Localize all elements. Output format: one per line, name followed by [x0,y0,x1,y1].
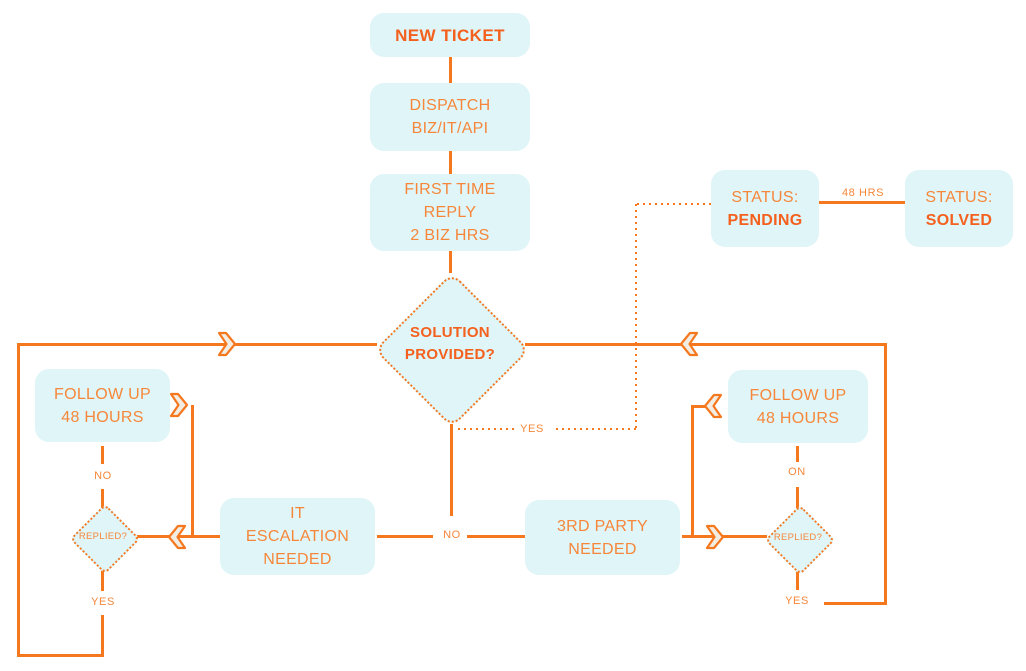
edge-followupright-below [796,446,799,462]
node-label-line: 48 HOURS [756,409,840,427]
edge-followupright-loop-conn [691,405,707,408]
node-label-line: STATUS: [731,188,799,206]
edge-thirdparty-replied-right [682,535,767,538]
edge-yes-dotted-top [637,203,711,205]
node-new-ticket: NEW TICKET [370,13,530,57]
edge-pending-solved [819,201,905,204]
edge-label-on-right: ON [788,466,806,478]
edge-repliedleft-below [101,570,104,591]
node-third-party: 3RD PARTY NEEDED [525,500,680,575]
edge-yesleft-down [101,615,104,657]
node-replied-left: REPLIED? [78,531,128,542]
edge-yes-dotted-vertical [635,204,637,430]
edge-rightloop-top [525,343,887,346]
node-label-line: 48 HOURS [61,408,144,426]
node-label-line: FOLLOW UP [749,386,847,404]
chevron-left-icon [703,393,723,419]
node-status-pending: STATUS: PENDING [711,170,819,247]
edge-label-no-center: NO [443,529,461,541]
edge-label-yes-right: YES [785,595,809,607]
node-label-line: REPLY [423,204,477,221]
edge-label-no-left: NO [94,470,112,482]
edge-noleft-to-replied [101,489,104,508]
edge-bottomleft-horizontal [17,654,104,657]
node-label-line: BIZ/IT/API [411,120,489,137]
node-label-line: PROVIDED? [404,346,496,363]
node-label-line: SOLUTION [410,324,490,341]
edge-yes-dotted-2 [556,428,637,430]
edge-rightloop-vertical [884,343,887,605]
edge-no-to-itescalation [377,535,433,538]
node-label-line: IT [290,505,305,522]
node-label-line: NEEDED [263,551,332,568]
node-label-line: 2 BIZ HRS [410,227,490,244]
edge-label-yes-left: YES [91,596,115,608]
chevron-left-icon [167,524,187,550]
edge-followupleft-below [101,446,104,464]
node-solution-provided: SOLUTION PROVIDED? [375,322,525,366]
edge-label-48hrs: 48 HRS [841,187,885,199]
edge-dispatch-firstreply [449,151,452,174]
node-label-line: 3RD PARTY [556,517,649,535]
node-label-line: DISPATCH [409,97,491,114]
node-it-escalation: IT ESCALATION NEEDED [220,498,375,575]
edge-leftloop-top [17,343,377,346]
edge-newticket-dispatch [449,57,452,83]
edge-firstreply-solution [449,251,452,273]
node-follow-up-right: FOLLOW UP 48 HOURS [728,370,868,443]
chevron-left-icon [679,331,699,357]
node-label-line: NEEDED [568,540,637,558]
edge-label-yes-center: YES [520,423,544,435]
node-label-line: FIRST TIME [404,181,496,198]
edge-followupright-loop-down [691,405,694,538]
node-label-line: FOLLOW UP [54,385,151,403]
chevron-right-icon [705,524,725,550]
edge-followupleft-loop-down [191,405,194,538]
edge-onright-to-replied [796,487,799,508]
edge-yes-dotted-1 [458,428,518,430]
node-label-line: PENDING [727,211,803,229]
edge-repliedright-below [796,570,799,590]
node-dispatch: DISPATCH BIZ/IT/API [370,83,530,151]
chevron-right-icon [169,392,189,418]
node-status-solved: STATUS: SOLVED [905,170,1013,247]
node-follow-up-left: FOLLOW UP 48 HOURS [35,369,170,442]
node-first-time-reply: FIRST TIME REPLY 2 BIZ HRS [370,174,530,251]
node-label: NEW TICKET [395,25,505,45]
chevron-right-icon [217,331,237,357]
edge-leftloop-vertical [17,343,20,657]
edge-solution-no-down [450,424,453,516]
edge-no-to-thirdparty [467,535,525,538]
node-label-line: SOLVED [925,211,993,229]
node-replied-right: REPLIED? [773,532,823,543]
edge-yesright-horizontal [824,602,884,605]
node-label-line: STATUS: [925,188,993,206]
node-label-line: ESCALATION [245,528,350,545]
